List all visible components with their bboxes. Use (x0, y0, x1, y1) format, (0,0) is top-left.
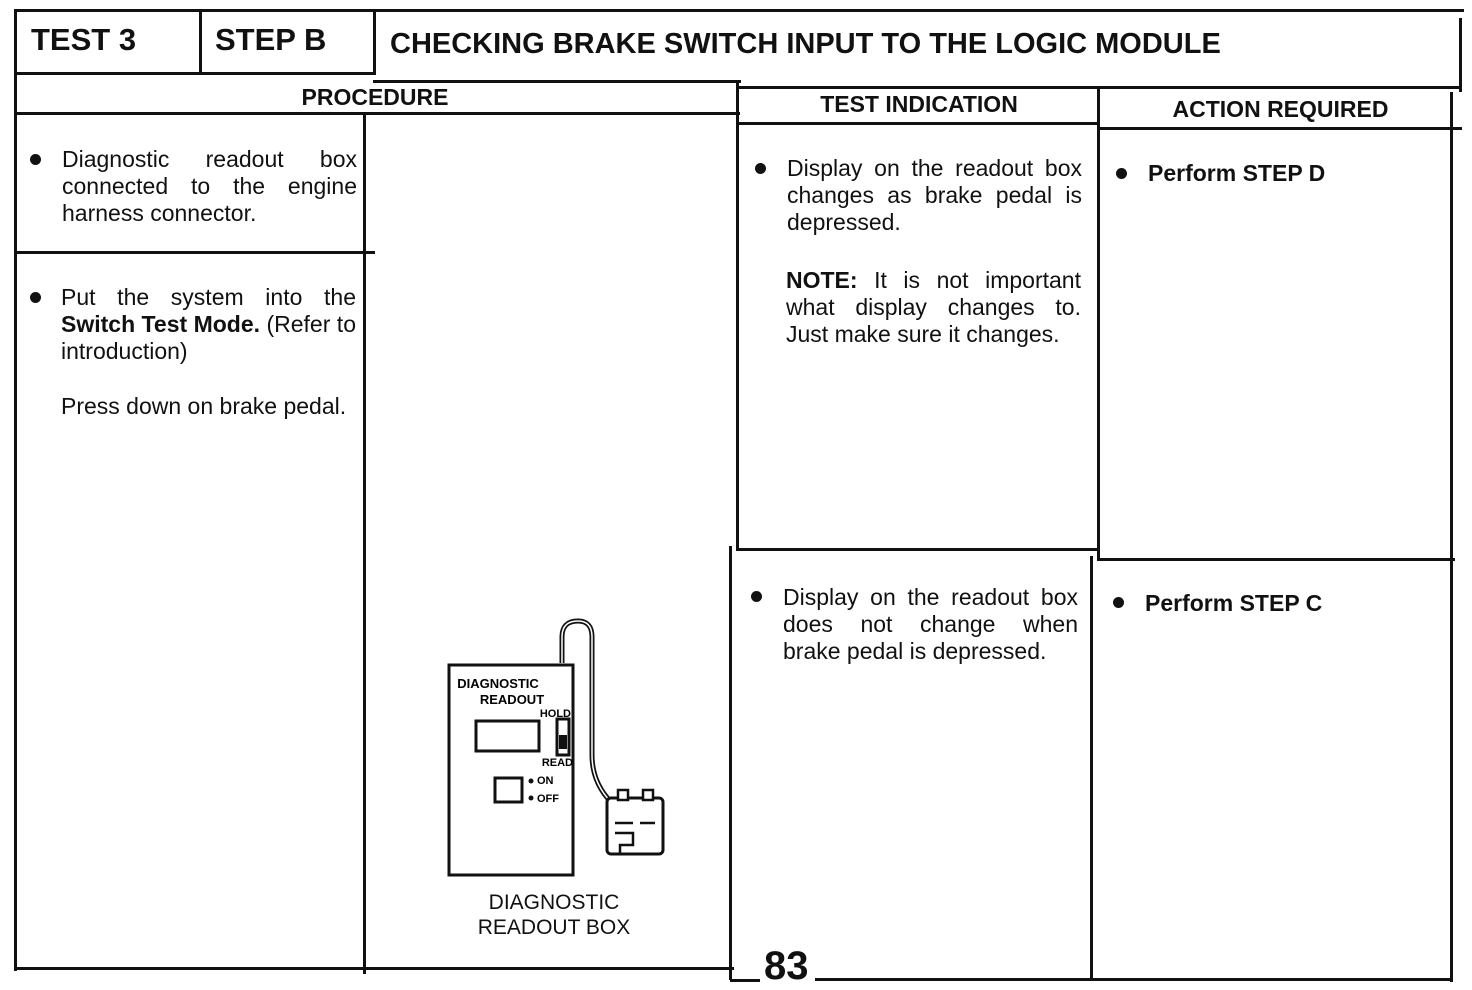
proc-row-divider (14, 251, 375, 254)
bullet-ind-2 (751, 591, 762, 602)
on-indicator (528, 778, 534, 784)
indication-note: NOTE: It is not important what display c… (786, 267, 1081, 348)
frame-bottom-left (14, 967, 734, 970)
frame-left (14, 9, 17, 971)
off-indicator (528, 795, 534, 801)
action-row-2: Perform STEP C (1145, 590, 1323, 616)
on-off-button (493, 776, 524, 804)
ind-row-divider (736, 548, 1098, 551)
hold-read-switch-knob (559, 735, 567, 749)
bullet-proc-2 (30, 292, 41, 303)
frame-bottom-right (815, 978, 1453, 981)
figure-caption-line-2: READOUT BOX (477, 916, 631, 939)
frame-bottom-mid (730, 979, 760, 982)
figure-caption-line-1: DIAGNOSTIC (488, 891, 620, 914)
page-title: CHECKING BRAKE SWITCH INPUT TO THE LOGIC… (390, 28, 1221, 60)
frame-top (14, 9, 1464, 12)
ind-right-line-lower (1090, 556, 1093, 981)
action-required-header: ACTION REQUIRED (1172, 96, 1389, 122)
procedure-item-2-ref: (Refer to introduction) (61, 311, 356, 364)
procedure-header: PROCEDURE (301, 84, 449, 110)
procedure-item-2-text: Put the system into the (61, 284, 356, 310)
proc-inner-divider (363, 114, 366, 974)
read-label: READ (542, 757, 573, 769)
colhead-bottom-proc (14, 112, 740, 115)
header-divider-2 (373, 9, 376, 75)
header-bottom-line (14, 72, 376, 75)
harness-connector (605, 796, 665, 856)
connector-tab-right (641, 788, 655, 802)
action-row-1: Perform STEP D (1148, 160, 1326, 186)
bullet-ind-1 (755, 163, 766, 174)
act-row-divider (1097, 558, 1455, 561)
bullet-proc-1 (30, 154, 41, 165)
connector-slots (615, 821, 655, 855)
bullet-act-1 (1116, 168, 1127, 179)
procedure-item-2: Put the system into the Switch Test Mode… (61, 284, 356, 365)
off-label: OFF (537, 793, 559, 805)
on-label: ON (537, 775, 554, 787)
note-text: It is not important what display changes… (786, 267, 1081, 347)
ind-right-line (1097, 88, 1100, 558)
header-bottom-line-2 (373, 80, 741, 83)
test-indication-header: TEST INDICATION (820, 91, 1018, 117)
proc-right-line (736, 82, 739, 548)
readout-cable-inner (561, 620, 613, 804)
connector-tab-left (616, 788, 630, 802)
procedure-press-brake: Press down on brake pedal. (61, 393, 347, 419)
device-title-2: READOUT (480, 692, 544, 707)
diagnostic-readout-box-illustration: DIAGNOSTIC READOUT HOLD READ ON OFF (447, 618, 665, 877)
header-divider-1 (199, 9, 202, 73)
indication-row-1: Display on the readout box changes as br… (787, 155, 1082, 235)
step-label: STEP B (215, 22, 327, 57)
device-title-1: DIAGNOSTIC (457, 676, 539, 691)
procedure-item-1: Diagnostic readout box connected to the … (62, 146, 357, 226)
test-number: TEST 3 (31, 22, 137, 57)
bullet-act-2 (1113, 597, 1124, 608)
proc-right-line-lower (729, 546, 732, 980)
header-bottom-line-3 (738, 86, 1462, 89)
figure-caption: DIAGNOSTIC READOUT BOX (440, 890, 668, 940)
colhead-bottom-act (1099, 127, 1462, 130)
frame-right (1459, 18, 1462, 92)
readout-device-body (447, 663, 575, 877)
readout-display (474, 719, 541, 753)
colhead-bottom-ind (738, 122, 1100, 125)
hold-label: HOLD (540, 708, 571, 720)
switch-test-mode: Switch Test Mode. (61, 311, 261, 337)
note-label: NOTE: (786, 267, 858, 293)
indication-row-2: Display on the readout box does not chan… (783, 584, 1078, 664)
page-number: 83 (764, 944, 809, 988)
frame-right-lower (1450, 92, 1453, 982)
